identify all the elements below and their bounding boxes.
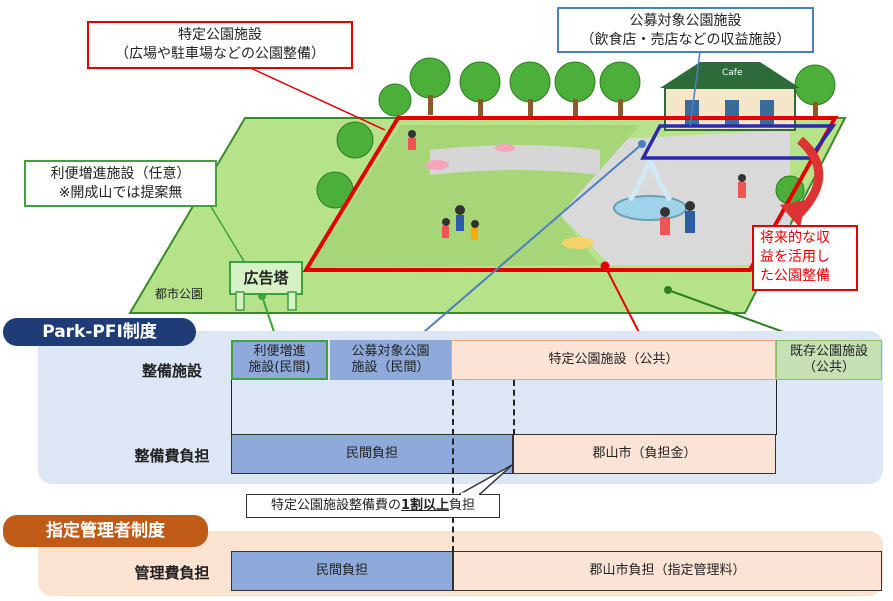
burden-note: 特定公園施設整備費の1割以上負担 <box>246 494 500 518</box>
row-label-seibi: 整備施設 <box>141 362 202 380</box>
table-right-line <box>776 380 777 435</box>
cell-kobo-line2: 施設（民間） <box>351 360 430 375</box>
shitei-section-title: 指定管理者制度 <box>3 515 208 547</box>
cell-koriyama-shitei: 郡山市負担（指定管理料） <box>453 551 882 591</box>
burden-note-suffix: 負担 <box>449 498 476 513</box>
kobo-callout-title: 公募対象公園施設 <box>629 13 742 29</box>
burden-note-emph: 1割以上 <box>400 498 450 513</box>
divider-dash-1 <box>452 380 454 552</box>
future-callout-line1: 将来的な収 <box>760 230 830 246</box>
table-left-line <box>231 380 232 435</box>
city-park-label: 都市公園 <box>155 287 204 301</box>
tokutei-callout: 特定公園施設 （広場や駐車場などの公園整備） <box>87 21 353 69</box>
cell-kison-line1: 既存公園施設 <box>789 344 868 359</box>
future-callout-line3: た公園整備 <box>760 268 830 284</box>
park-path <box>430 145 600 175</box>
cell-kobo-line1: 公募対象公園 <box>351 344 430 359</box>
cell-minkan-futan: 民間負担 <box>231 434 513 474</box>
cell-kobo: 公募対象公園 施設（民間） <box>330 340 451 380</box>
riben-callout-title: 利便増進施設（任意） <box>50 166 191 182</box>
divider-dash-2 <box>513 380 515 435</box>
cell-koriyama-futankin: 郡山市（負担金） <box>513 434 776 474</box>
cell-tokutei: 特定公園施設（公共） <box>451 340 776 380</box>
tokutei-callout-sub: （広場や駐車場などの公園整備） <box>115 46 325 62</box>
trees <box>316 57 836 209</box>
cell-riben-line2: 施設(民間) <box>248 360 311 375</box>
parkpfi-section-title: Park-PFI制度 <box>3 318 196 346</box>
tokutei-callout-title: 特定公園施設 <box>178 27 262 43</box>
riben-callout: 利便増進施設（任意） ※開成山では提案無 <box>24 160 217 207</box>
ad-tower-icon <box>229 261 303 311</box>
riben-callout-sub: ※開成山では提案無 <box>58 185 183 201</box>
burden-note-prefix: 特定公園施設整備費の <box>270 498 401 513</box>
future-callout-line2: 益を活用し <box>760 249 830 265</box>
tree-trunks <box>428 95 818 119</box>
cell-minkan-futan-2: 民間負担 <box>231 551 453 591</box>
cafe-sign: Cafe <box>722 68 743 78</box>
cell-kison-line2: （公共） <box>802 360 855 375</box>
cell-riben: 利便増進 施設(民間) <box>231 340 328 380</box>
kobo-callout-sub: （飲食店・売店などの収益施設） <box>580 32 791 48</box>
kobo-callout: 公募対象公園施設 （飲食店・売店などの収益施設） <box>557 7 814 53</box>
cell-kison: 既存公園施設 （公共） <box>776 340 882 380</box>
future-callout: 将来的な収 益を活用し た公園整備 <box>752 225 858 291</box>
ad-tower-label: 広告塔 <box>243 269 289 287</box>
tokutei-boundary <box>302 116 839 272</box>
row-label-seibihi: 整備費負担 <box>134 447 210 465</box>
people <box>408 130 746 240</box>
row-label-kanrihi: 管理費負担 <box>134 564 210 582</box>
cell-riben-line1: 利便増進 <box>253 344 306 359</box>
plaza-area <box>560 130 790 265</box>
